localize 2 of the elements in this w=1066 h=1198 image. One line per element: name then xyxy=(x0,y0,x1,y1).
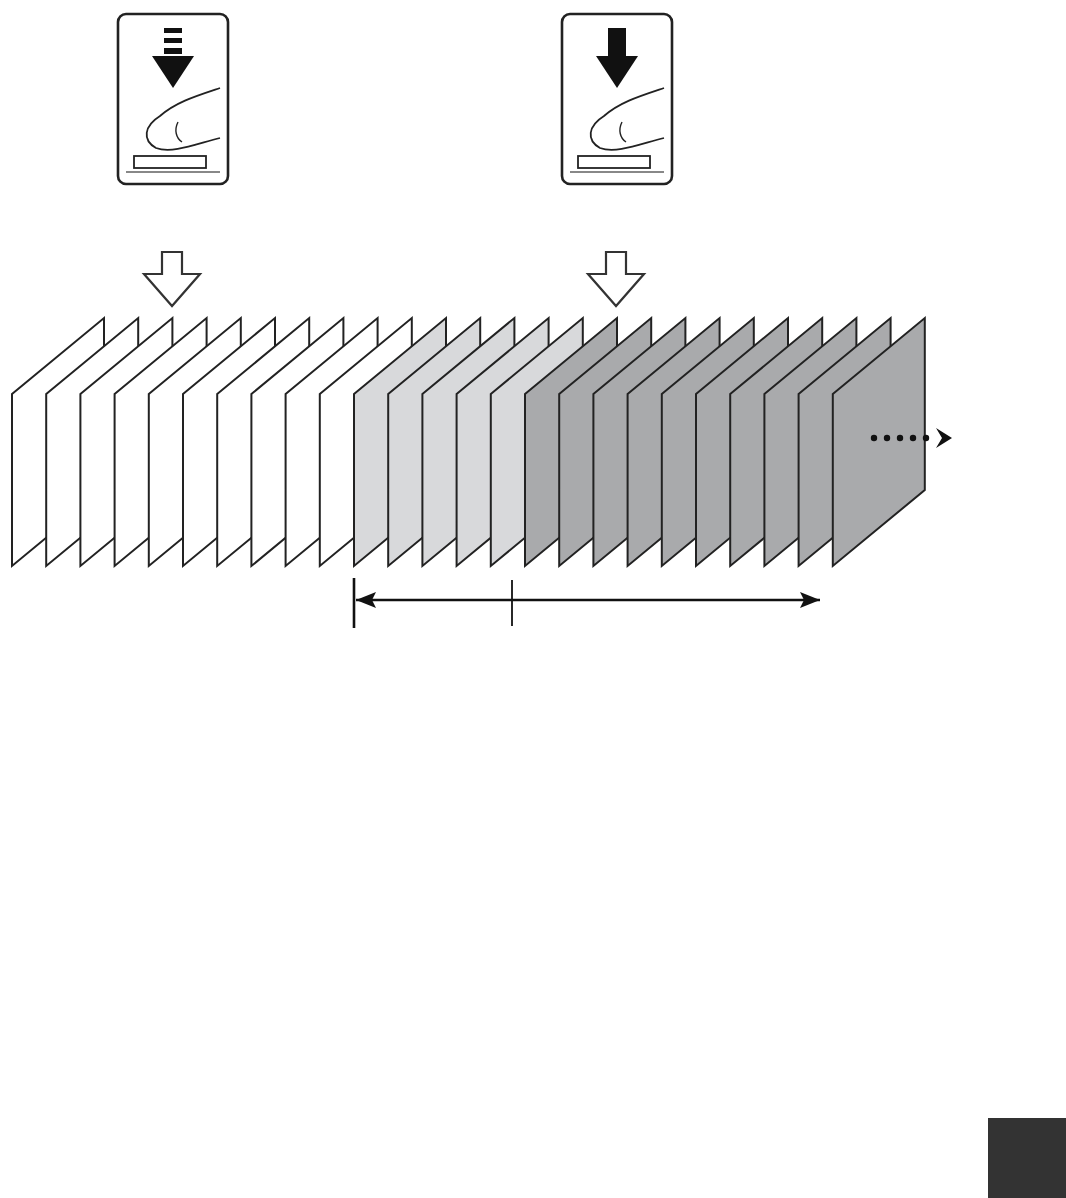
finger-press-icon xyxy=(560,12,674,186)
finger-press-icon xyxy=(116,12,230,186)
